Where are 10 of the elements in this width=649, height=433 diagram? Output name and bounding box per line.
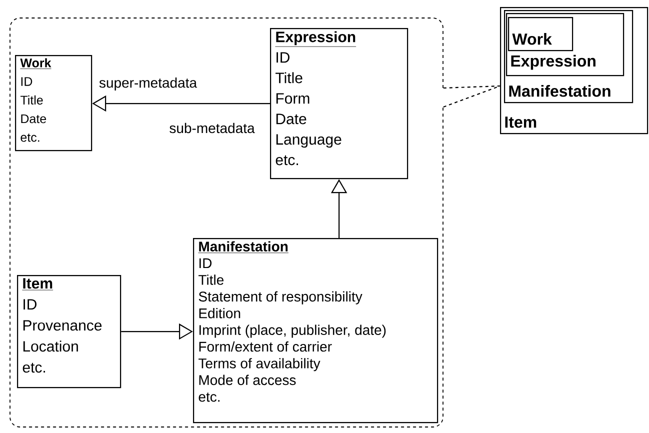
class-box: Item ID Provenance Location etc. (17, 275, 122, 388)
nested-box: Work (508, 17, 574, 52)
class-box: Expression ID Title Form Date Language etc. (270, 28, 408, 180)
dashed-frame (10, 18, 444, 428)
class-box: Work ID Title Date etc. (15, 55, 92, 152)
line-caption: sub-metadata (168, 122, 256, 134)
dashed-line (443, 85, 500, 89)
edge-label: super-metadata (98, 76, 198, 92)
dashed-line (443, 85, 500, 108)
class-box: Manifestation ID Title Statement of responsibility Edition Imprint (place, publisher, date) Form/extent of carrier Terms of availability Mode of access etc. (193, 238, 438, 424)
